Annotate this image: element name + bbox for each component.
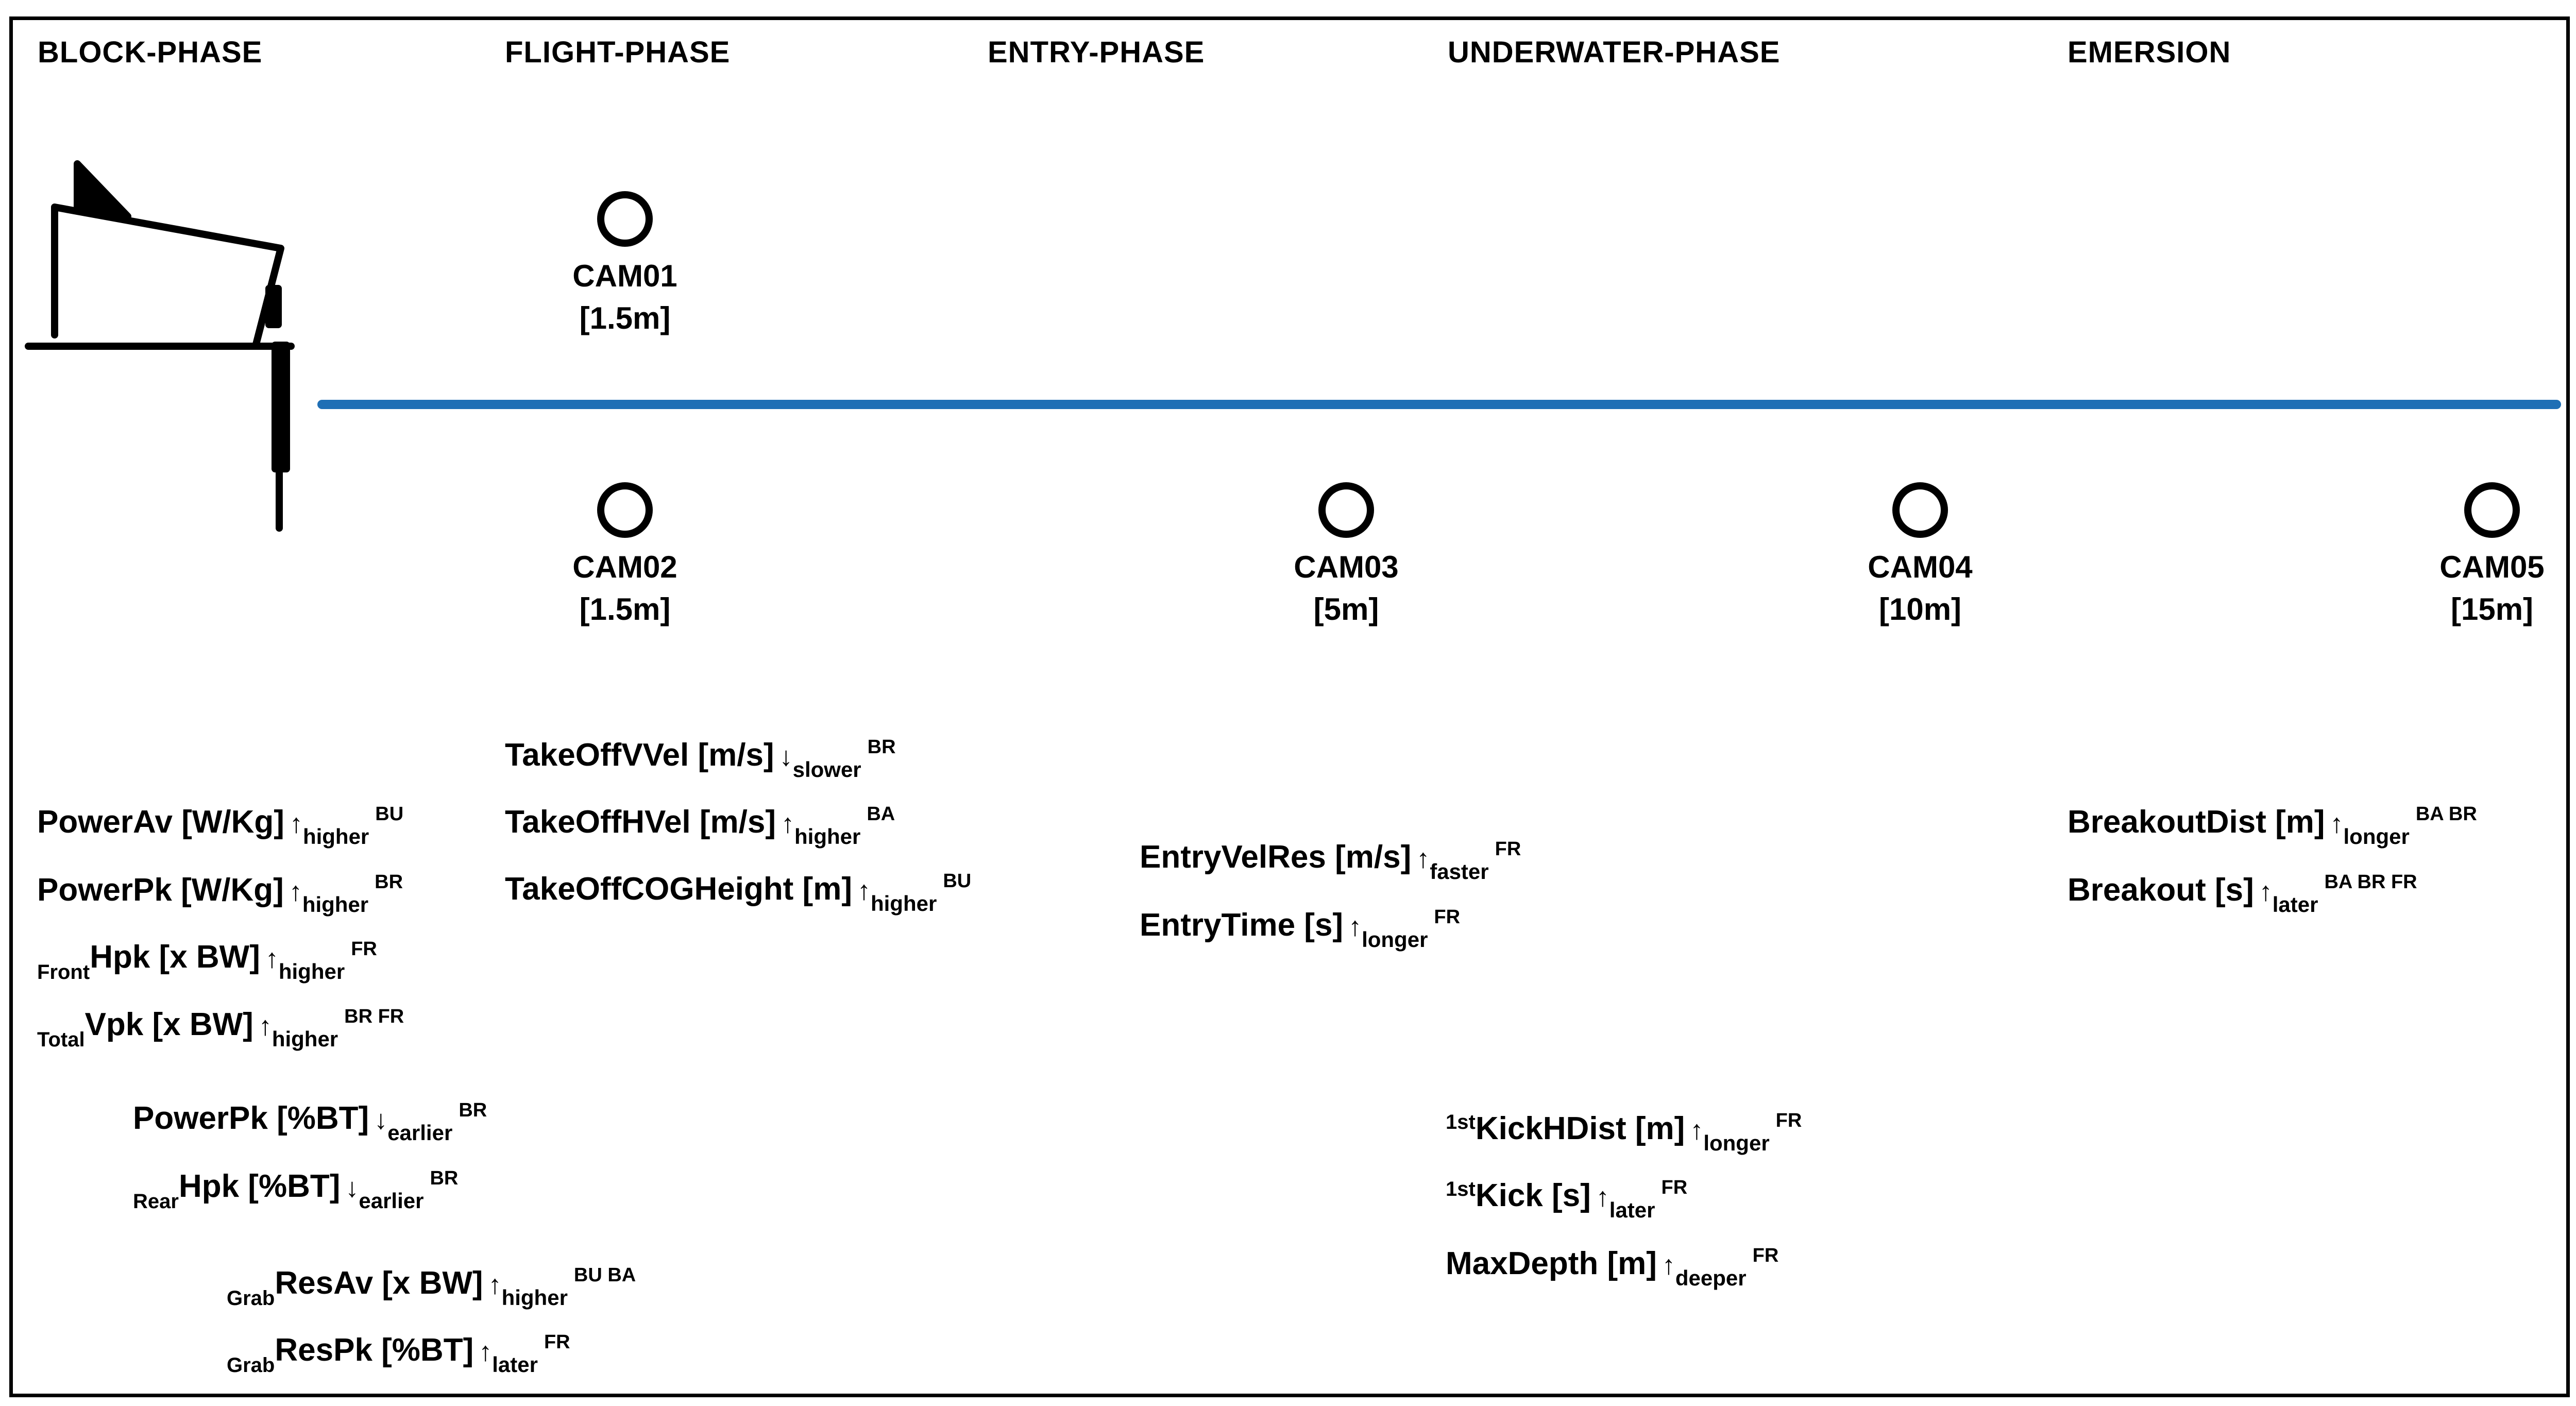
camera-distance: [5m] [1313,592,1379,626]
block-wedge [74,160,131,220]
metric-powerpk: PowerPk [W/Kg]↑higherBR [37,871,403,917]
starting-block [25,160,295,532]
metric-breakout-time: Breakout [s]↑laterBA BR FR [2067,871,2417,917]
block-body [51,204,284,348]
block-handle [265,285,282,328]
camera-marker-cam05 [2464,482,2520,538]
camera-marker-cam03 [1318,482,1374,538]
metric-takeoff-vvel: TakeOffVVel [m/s]↓slowerBR [505,736,896,782]
metric-poweray: PowerAv [W/Kg]↑higherBU [37,803,404,849]
camera-distance: [1.5m] [579,301,671,335]
metric-1st-kick: 1stKick [s]↑laterFR [1446,1177,1688,1222]
metric-rear-hpk: RearHpk [%BT]↓earlierBR [133,1167,459,1213]
phase-label-entry: ENTRY-PHASE [988,36,1205,69]
metric-total-vpk: TotalVpk [x BW]↑higherBR FR [37,1006,404,1051]
camera-label-cam03: CAM03 [5m] [1259,546,1434,631]
camera-id: CAM05 [2439,550,2545,584]
camera-id: CAM01 [572,259,677,293]
phase-label-emersion: EMERSION [2067,36,2231,69]
metric-takeoff-cog-height: TakeOffCOGHeight [m]↑higherBU [505,870,972,916]
metric-grab-respk: GrabResPk [%BT]↑laterFR [227,1331,570,1377]
camera-id: CAM03 [1294,550,1399,584]
camera-marker-cam04 [1892,482,1948,538]
phase-label-flight: FLIGHT-PHASE [505,36,731,69]
metric-takeoff-hvel: TakeOffHVel [m/s]↑higherBA [505,803,895,849]
camera-label-cam02: CAM02 [1.5m] [537,546,713,631]
metric-breakout-dist: BreakoutDist [m]↑longerBA BR [2067,803,2477,849]
metric-powerpk-bt: PowerPk [%BT]↓earlierBR [133,1099,487,1145]
camera-label-cam01: CAM01 [1.5m] [537,255,713,340]
camera-marker-cam01 [597,191,653,247]
camera-id: CAM04 [1868,550,1973,584]
metric-max-depth: MaxDepth [m]↑deeperFR [1446,1245,1779,1290]
metric-entry-vel-res: EntryVelRes [m/s]↑fasterFR [1140,838,1521,884]
camera-label-cam04: CAM04 [10m] [1833,546,2008,631]
diagram-frame [9,16,2570,1397]
phase-label-underwater: UNDERWATER-PHASE [1448,36,1781,69]
camera-marker-cam02 [597,482,653,538]
metric-front-hpk: FrontHpk [x BW]↑higherFR [37,938,377,984]
phase-label-block: BLOCK-PHASE [38,36,263,69]
camera-distance: [15m] [2450,592,2534,626]
metric-grab-resav: GrabResAv [x BW]↑higherBU BA [227,1264,636,1310]
camera-id: CAM02 [572,550,677,584]
wall-bracket [272,342,290,472]
metric-1st-kick-hdist: 1stKickHDist [m]↑longerFR [1446,1110,1802,1155]
camera-distance: [1.5m] [579,592,671,626]
camera-distance: [10m] [1878,592,1962,626]
camera-label-cam05: CAM05 [15m] [2404,546,2576,631]
metric-entry-time: EntryTime [s]↑longerFR [1140,906,1461,952]
